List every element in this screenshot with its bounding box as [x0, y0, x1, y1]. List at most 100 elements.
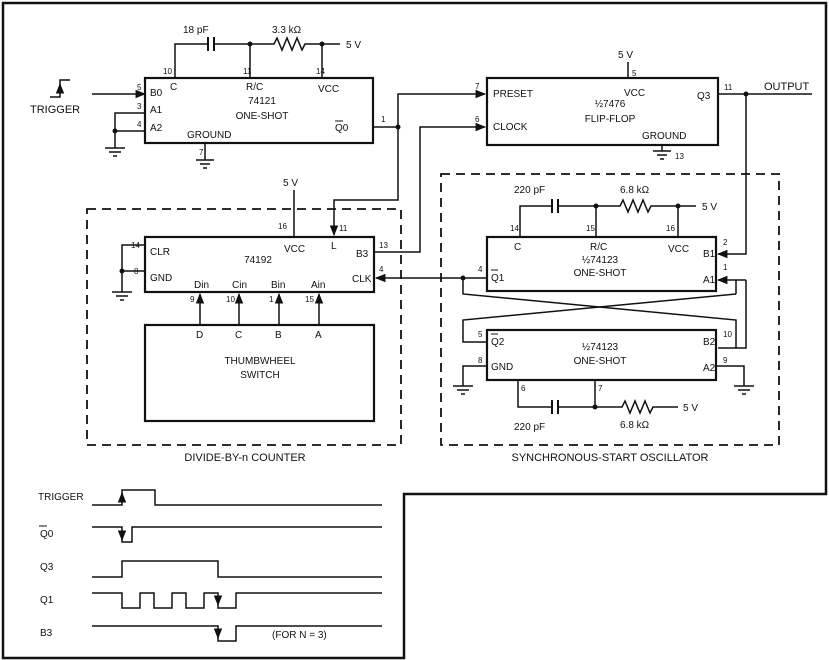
pin-label-b1: B1	[703, 249, 716, 260]
pin-num-a2-74123: 9	[723, 356, 728, 365]
chip-74123-top-name: ½74123	[582, 255, 619, 266]
pin-label-b0: B0	[150, 88, 163, 99]
pin-num-ground-7476: 13	[675, 152, 684, 161]
counter-group-label: DIVIDE-BY-n COUNTER	[184, 452, 305, 464]
pin-label-l: L	[331, 241, 337, 252]
counter-group-border	[86, 208, 402, 446]
pin-label-rc: R/C	[246, 82, 263, 93]
output-label: OUTPUT	[764, 81, 810, 93]
pin-label-ground: GROUND	[187, 130, 231, 141]
chip-74123-top-type: ONE-SHOT	[574, 268, 627, 279]
timing-diagram: TRIGGER Q0 Q3 Q1 B3 (FOR N = 3)	[38, 489, 382, 642]
cap-label-74123-bottom: 220 pF	[514, 422, 545, 433]
wave-q0bar	[92, 526, 382, 543]
chip-74192: 74192 CLR GND VCC L B3 CLK Din Cin Bin A…	[131, 222, 388, 304]
pin-label-a2: A2	[150, 123, 163, 134]
pin-label-b3: B3	[356, 249, 369, 260]
supply-label-74192: 5 V	[283, 178, 298, 189]
pin-label-preset: PRESET	[493, 89, 533, 100]
wave-b3	[92, 625, 382, 642]
res-label-74123-bottom: 6.8 kΩ	[620, 420, 650, 431]
oscillator-group-label: SYNCHRONOUS-START OSCILLATOR	[511, 452, 708, 464]
pin-label-rc-74123: R/C	[590, 242, 607, 253]
cap-label-74121: 18 pF	[183, 25, 209, 36]
pin-num-preset: 7	[475, 82, 480, 91]
pin-label-q3: Q3	[697, 91, 711, 102]
pin-num-gnd-74123: 8	[478, 356, 483, 365]
pin-num-q2bar: 5	[478, 330, 483, 339]
pin-num-vcc: 14	[316, 67, 325, 76]
timing-label-q3: Q3	[40, 562, 54, 573]
chip-74123-bottom-name: ½74123	[582, 342, 619, 353]
wave-trigger	[92, 489, 382, 506]
pin-num-a1: 3	[137, 102, 142, 111]
supply-label-74123-top: 5 V	[702, 202, 717, 213]
pin-num-c: 10	[163, 67, 172, 76]
timing-label-q1: Q1	[40, 595, 54, 606]
pin-num-cin: 10	[226, 295, 235, 304]
chip-74123-bottom: ½74123 ONE-SHOT Q2 GND B2 A2 5 8 10 9 6 …	[478, 328, 732, 393]
pin-label-vcc-74123: VCC	[668, 244, 689, 255]
thumbwheel-line2: SWITCH	[240, 370, 279, 381]
pin-num-bin: 1	[269, 295, 274, 304]
pin-label-vcc: VCC	[318, 84, 339, 95]
timing-label-q0: Q0	[40, 529, 54, 540]
pin-num-vcc-7476: 5	[632, 69, 637, 78]
pin-label-bin: Bin	[271, 280, 285, 291]
chip-7476-name: ½7476	[595, 99, 626, 110]
pin-label-a2-74123: A2	[703, 363, 716, 374]
oscillator-group-border	[440, 173, 780, 446]
thumbwheel-out-c: C	[235, 330, 242, 341]
pin-num-rc: 11	[243, 67, 252, 76]
trigger-label: TRIGGER	[30, 104, 80, 116]
pin-num-ain: 15	[305, 295, 314, 304]
pin-label-ground-7476: GROUND	[642, 131, 686, 142]
pin-label-clock: CLOCK	[493, 122, 528, 133]
pin-num-l: 11	[339, 224, 348, 233]
chip-7476-type: FLIP-FLOP	[585, 114, 636, 125]
supply-label-74123-bottom: 5 V	[683, 403, 698, 414]
thumbwheel-out-b: B	[275, 330, 282, 341]
wave-q1	[92, 592, 382, 609]
chip-74121: 74121 ONE-SHOT B0 A1 A2 C R/C VCC GROUND…	[137, 67, 386, 157]
pin-label-q1bar: Q1	[491, 273, 505, 284]
pin-num-vcc-74123: 16	[666, 224, 675, 233]
pin-num-clock: 6	[475, 115, 480, 124]
wave-q3	[92, 560, 382, 578]
pin-num-b3: 13	[379, 241, 388, 250]
timing-note: (FOR N = 3)	[272, 630, 327, 641]
thumbwheel-switch	[143, 323, 376, 423]
supply-label-7476: 5 V	[618, 50, 633, 61]
pin-label-clr: CLR	[150, 247, 170, 258]
pin-num-vcc-74192: 16	[278, 222, 287, 231]
pin-num-c-74123-bottom: 6	[521, 384, 526, 393]
thumbwheel-out-a: A	[315, 330, 322, 341]
supply-label-74121: 5 V	[346, 40, 361, 51]
res-label-74121: 3.3 kΩ	[272, 25, 302, 36]
pin-num-din: 9	[190, 295, 195, 304]
pin-label-clk: CLK	[352, 274, 372, 285]
pin-label-c-74123: C	[514, 242, 521, 253]
pin-label-q0bar: Q0	[335, 123, 349, 134]
pin-num-b2: 10	[723, 330, 732, 339]
pin-label-c: C	[170, 82, 177, 93]
pin-label-gnd-74192: GND	[150, 273, 172, 284]
pin-num-b1: 2	[723, 238, 728, 247]
timing-label-trigger: TRIGGER	[38, 492, 84, 503]
pin-num-clk: 4	[379, 265, 384, 274]
chip-74121-name: 74121	[248, 96, 276, 107]
chip-7476: ½7476 FLIP-FLOP PRESET CLOCK VCC Q3 GROU…	[475, 69, 733, 161]
cap-label-74123-top: 220 pF	[514, 185, 545, 196]
pin-num-q3: 11	[724, 83, 733, 92]
thumbwheel-line1: THUMBWHEEL	[224, 356, 296, 367]
pin-label-a1-74123: A1	[703, 275, 716, 286]
pin-label-a1: A1	[150, 105, 163, 116]
timing-label-b3: B3	[40, 628, 53, 639]
pin-label-vcc-7476: VCC	[624, 88, 645, 99]
pin-label-vcc-74192: VCC	[284, 244, 305, 255]
chip-74123-top: ½74123 ONE-SHOT C R/C VCC B1 A1 Q1 14 15…	[478, 224, 728, 293]
pin-label-ain: Ain	[311, 280, 325, 291]
pin-label-gnd-74123: GND	[491, 362, 513, 373]
